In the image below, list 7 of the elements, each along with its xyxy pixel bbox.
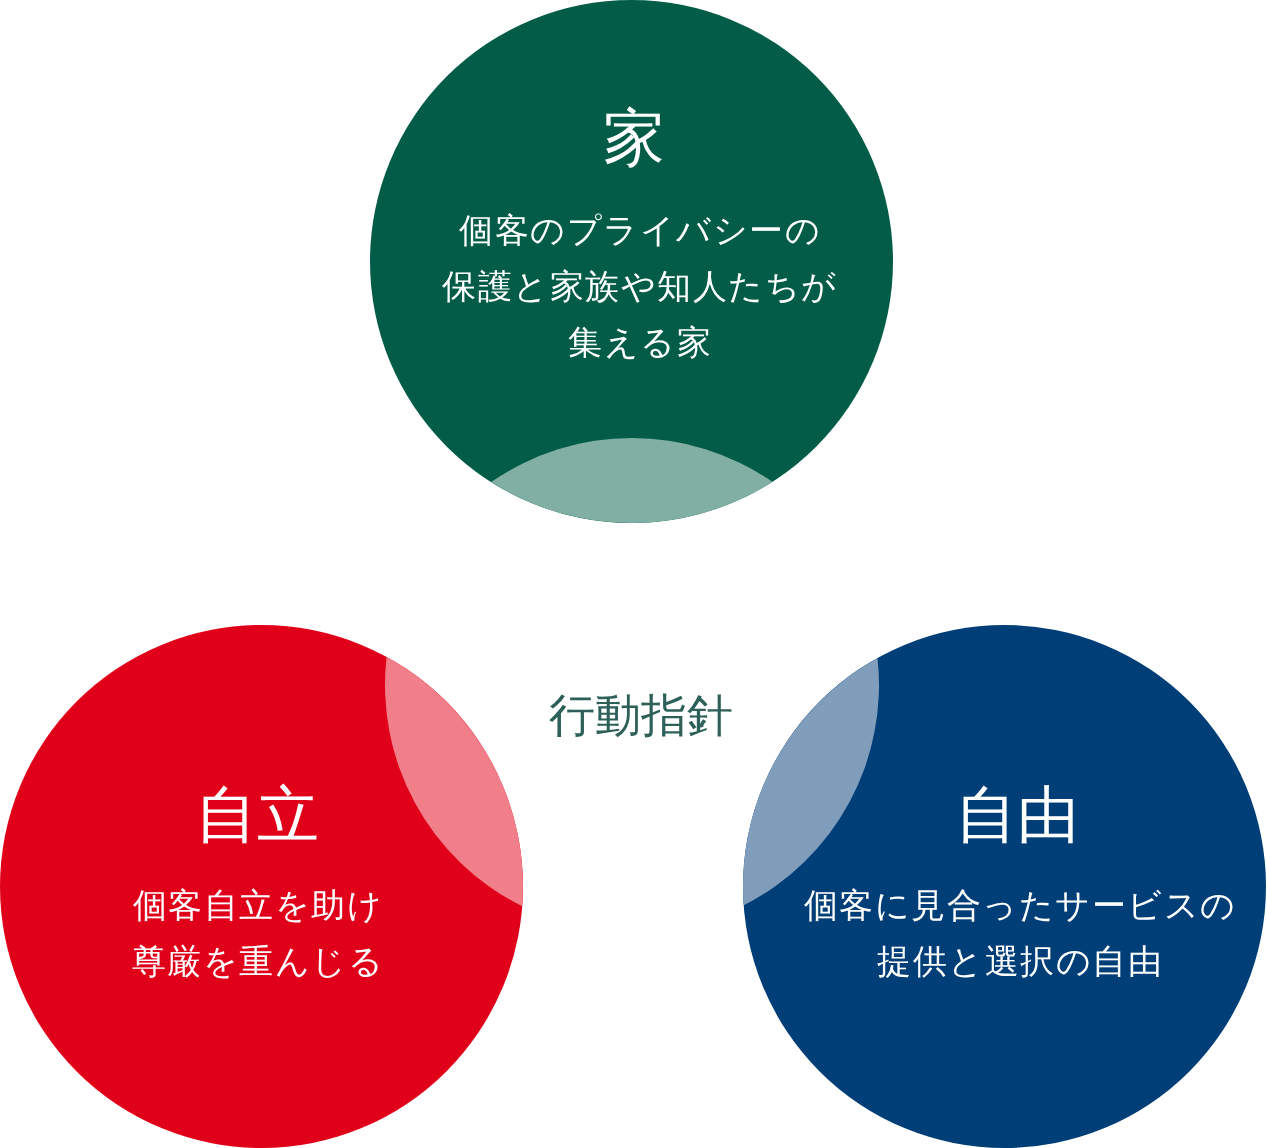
circle-text: 個客のプライバシーの保護と家族や知人たちが集える家 <box>442 209 838 364</box>
circle-heading: 家 <box>603 101 665 175</box>
circle-text: 個客に見合ったサービスの提供と選択の自由 <box>803 884 1237 983</box>
title: 行動指針 <box>549 687 733 743</box>
circle-text: 個客自立を助け尊厳を重んじる <box>131 884 385 983</box>
circle-heading: 自立 <box>195 778 319 852</box>
circle-heading: 自由 <box>955 778 1079 852</box>
